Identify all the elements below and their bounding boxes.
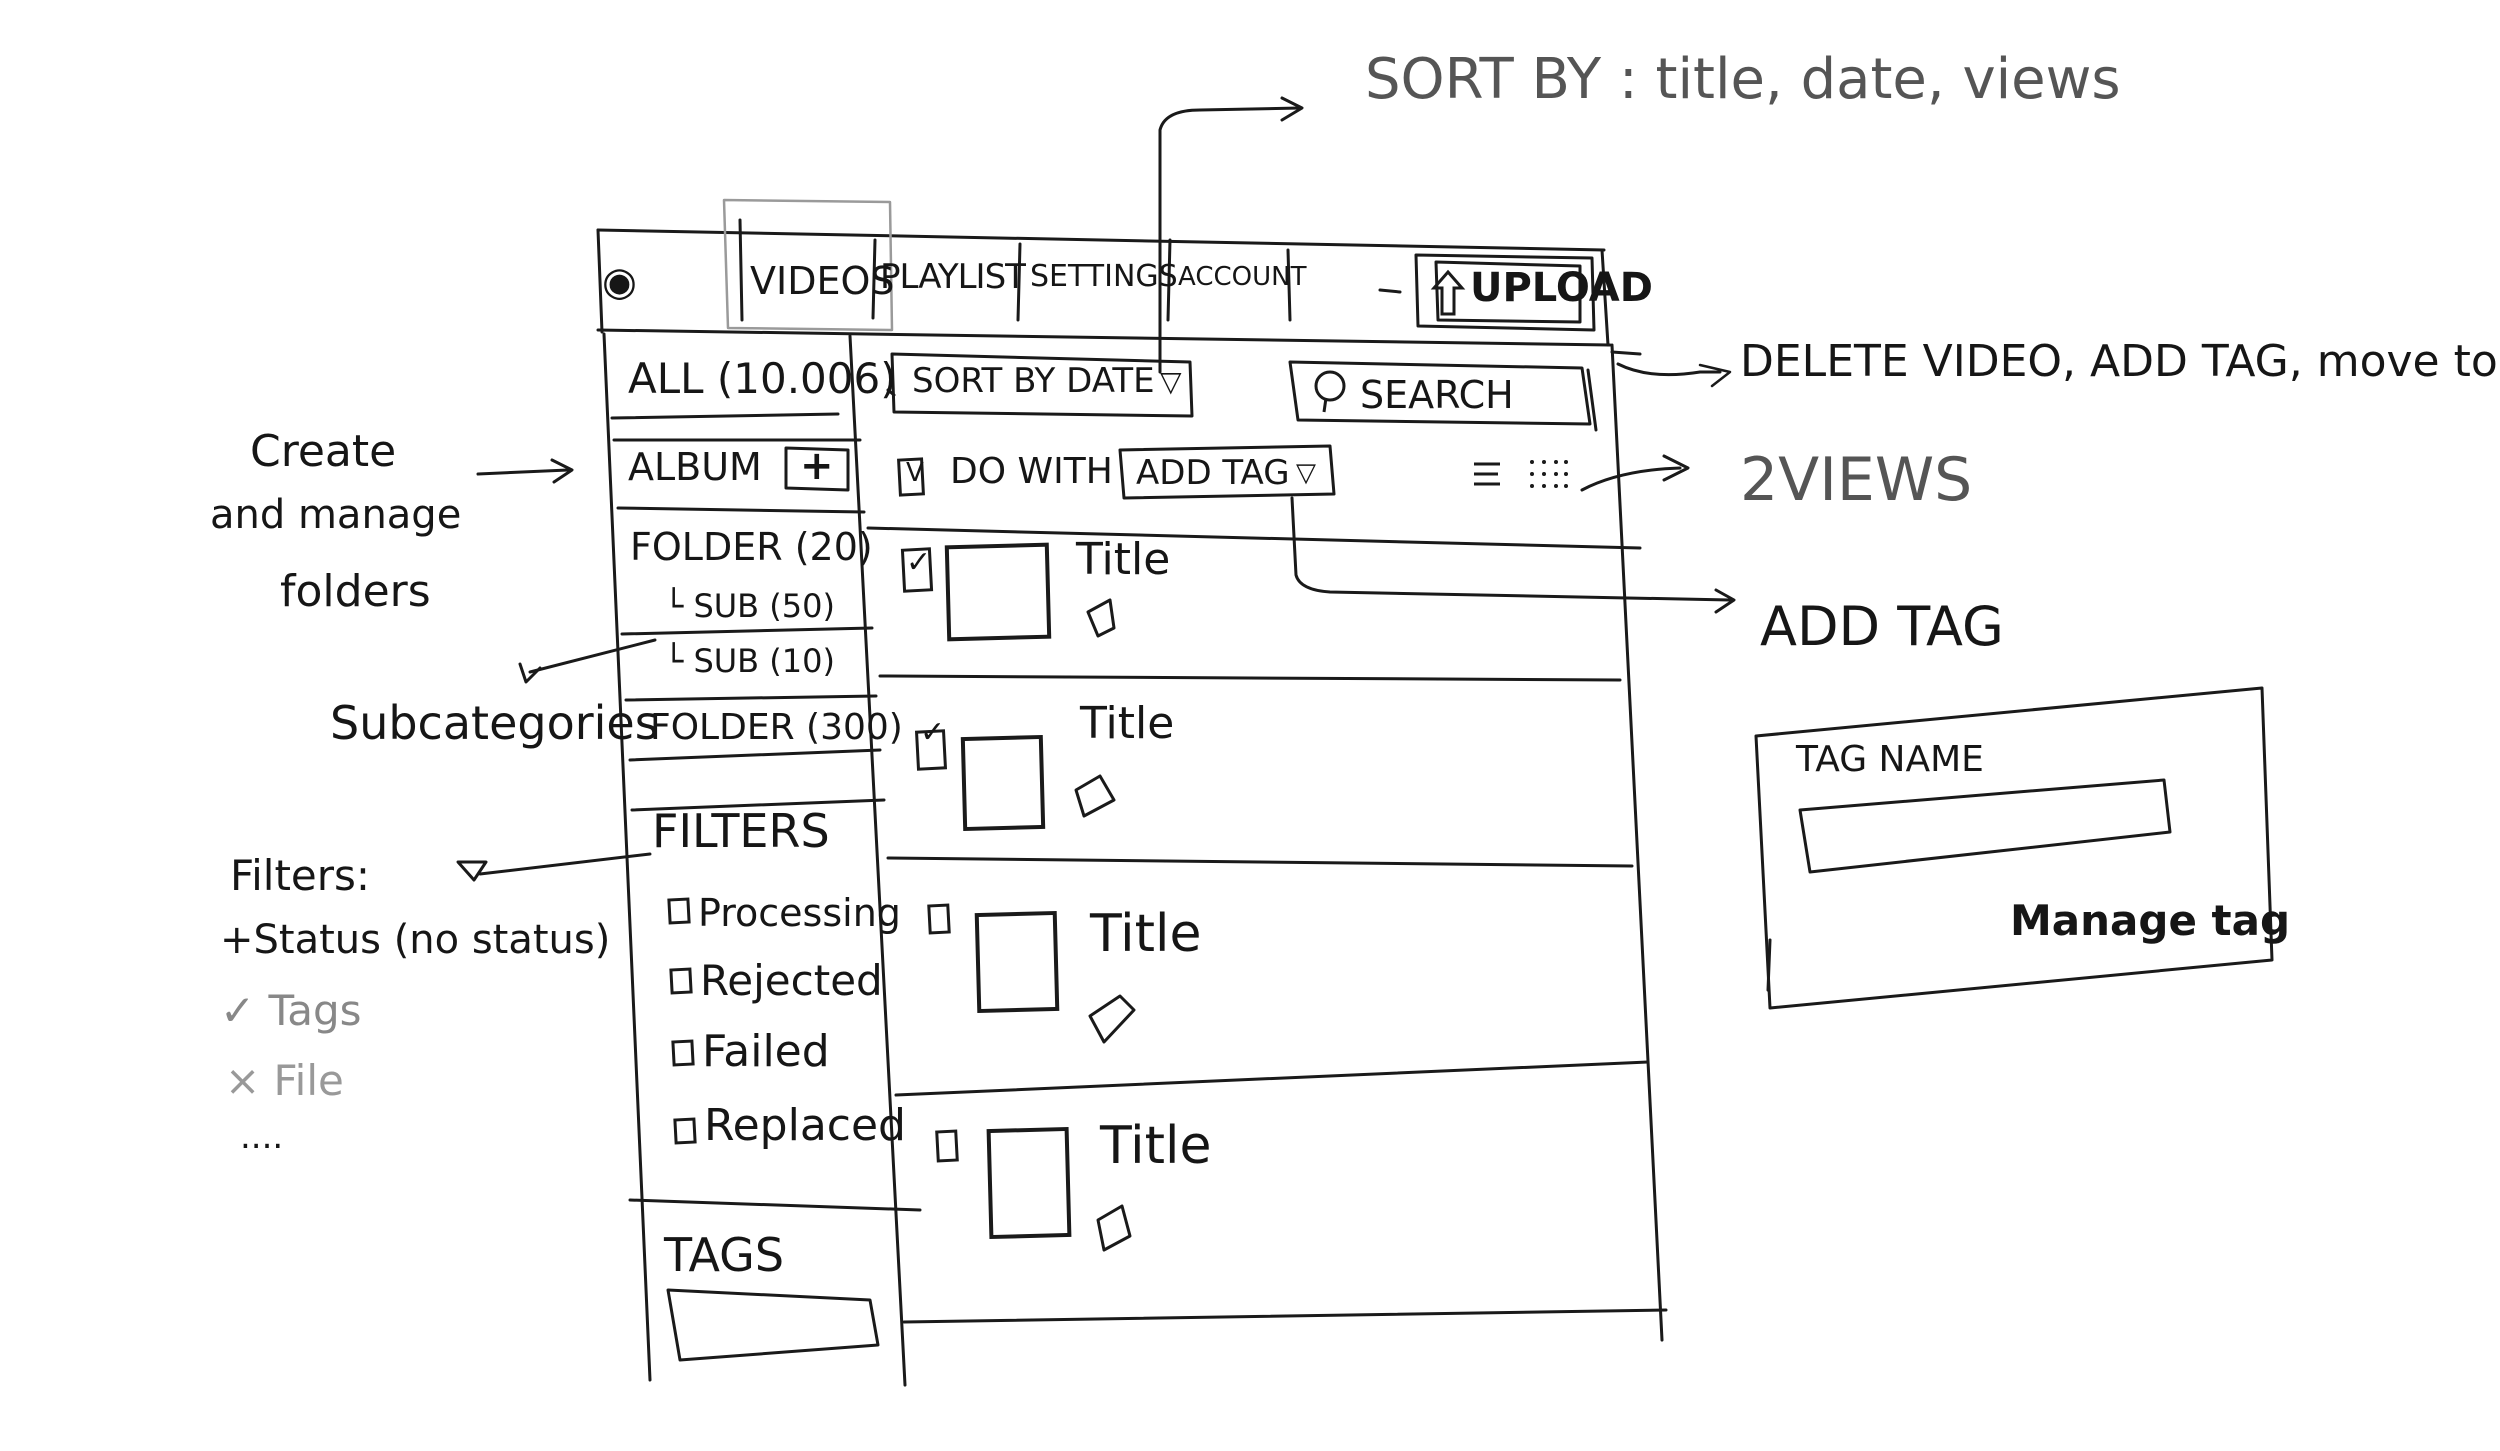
filters-note-file: × File [225, 1056, 344, 1105]
chevron-down-icon: ▽ [1160, 365, 1182, 398]
sidebar-sub-2[interactable]: └ SUB (10) [664, 645, 835, 677]
filter-checkbox[interactable] [669, 967, 693, 995]
action-label: ADD TAG [1136, 453, 1290, 493]
sidebar-folder-2[interactable]: FOLDER (300) [650, 707, 903, 748]
tag-name-field[interactable] [1812, 790, 2162, 860]
tab-playlist[interactable]: PLAYLIST [880, 257, 1026, 297]
sidebar-right-line [848, 334, 907, 1387]
sidebar-all[interactable]: ALL (10.006) [628, 354, 897, 403]
filter-checkbox[interactable] [667, 897, 691, 925]
sort-arrow-line [1158, 106, 1302, 374]
tag-name-label: TAG NAME [1796, 739, 1984, 780]
main-right-line [1610, 343, 1664, 1342]
manage-tag-link[interactable]: Manage tag [2010, 896, 2291, 945]
search-box [1288, 360, 1592, 426]
video-thumbnail[interactable] [944, 542, 1052, 642]
filter-checkbox[interactable] [671, 1039, 695, 1067]
chevron-down-icon: ▽ [1296, 458, 1316, 488]
tags-title: TAGS [664, 1228, 785, 1282]
filter-label: Replaced [704, 1100, 906, 1151]
list-view-icon [1474, 462, 1500, 486]
subcategories-note: Subcategories [330, 696, 659, 750]
sort-by-annotation: SORT BY : title, date, views [1365, 47, 2121, 112]
do-with-label: DO WITH [950, 451, 1113, 492]
filter-label: Processing [698, 891, 901, 935]
sub-1-label: SUB (50) [693, 587, 835, 625]
tab-settings[interactable]: SETTINGS [1030, 259, 1178, 294]
folders-note-line2: and manage [210, 492, 462, 538]
video-title[interactable]: Title [1080, 698, 1175, 749]
folders-note-line1: Create [250, 426, 397, 477]
up-arrow-icon [1430, 269, 1466, 316]
tag-name-input [1798, 778, 2172, 874]
sort-dropdown-box [890, 352, 1194, 418]
row-checkbox[interactable] [927, 903, 951, 935]
tab-account[interactable]: ACCOUNT [1178, 262, 1307, 292]
album-add-button[interactable]: + [800, 443, 834, 489]
select-all-mark: V [906, 458, 924, 488]
filters-note-status: +Status (no status) [220, 917, 611, 963]
check-icon: ✓ [920, 715, 946, 750]
tags-input-box [666, 1288, 880, 1362]
row-checkbox[interactable] [935, 1129, 959, 1163]
filter-label: Rejected [700, 956, 883, 1005]
check-icon: ✓ [906, 545, 932, 580]
grid-view-icon [1530, 460, 1568, 488]
sub-2-label: SUB (10) [693, 642, 835, 680]
search-label: SEARCH [1360, 373, 1514, 417]
video-thumbnail[interactable] [974, 910, 1060, 1014]
nav-bottom [596, 328, 1612, 347]
sub-branch-icon: └ [664, 642, 694, 680]
filters-note-tags: ✓ Tags [220, 986, 362, 1035]
bulk-actions-annotation: DELETE VIDEO, ADD TAG, move to ... [1740, 336, 2500, 387]
video-title[interactable]: Title [1076, 534, 1171, 585]
sort-label: SORT BY DATE [912, 361, 1155, 401]
video-thumbnail[interactable] [960, 734, 1046, 832]
add-tag-annotation: ADD TAG [1760, 595, 2004, 658]
two-views-annotation: 2VIEWS [1740, 445, 1973, 515]
sidebar-album[interactable]: ALBUM [628, 445, 762, 489]
upload-label: UPLOAD [1470, 265, 1653, 311]
logo-icon[interactable]: ◉ [602, 259, 637, 305]
tab-highlight [722, 198, 894, 332]
video-title[interactable]: Title [1090, 904, 1202, 964]
action-dropdown-box [1118, 444, 1336, 500]
filter-checkbox[interactable] [673, 1117, 697, 1145]
video-thumbnail[interactable] [986, 1126, 1072, 1240]
filter-label: Failed [702, 1026, 830, 1077]
filters-note-more: .... [240, 1117, 284, 1157]
sidebar-folder-1[interactable]: FOLDER (20) [630, 525, 873, 569]
folders-note-line3: folders [280, 566, 431, 617]
sub-branch-icon: └ [664, 587, 694, 625]
video-title[interactable]: Title [1100, 1116, 1212, 1176]
filters-note-title: Filters: [230, 851, 371, 900]
sidebar-sub-1[interactable]: └ SUB (50) [664, 590, 835, 622]
tab-videos[interactable]: VIDEOS [750, 259, 895, 303]
frame-top [596, 228, 1606, 252]
search-icon [1314, 370, 1346, 413]
filters-title: FILTERS [652, 804, 830, 858]
add-tag-dialog-frame [1754, 686, 2274, 1010]
